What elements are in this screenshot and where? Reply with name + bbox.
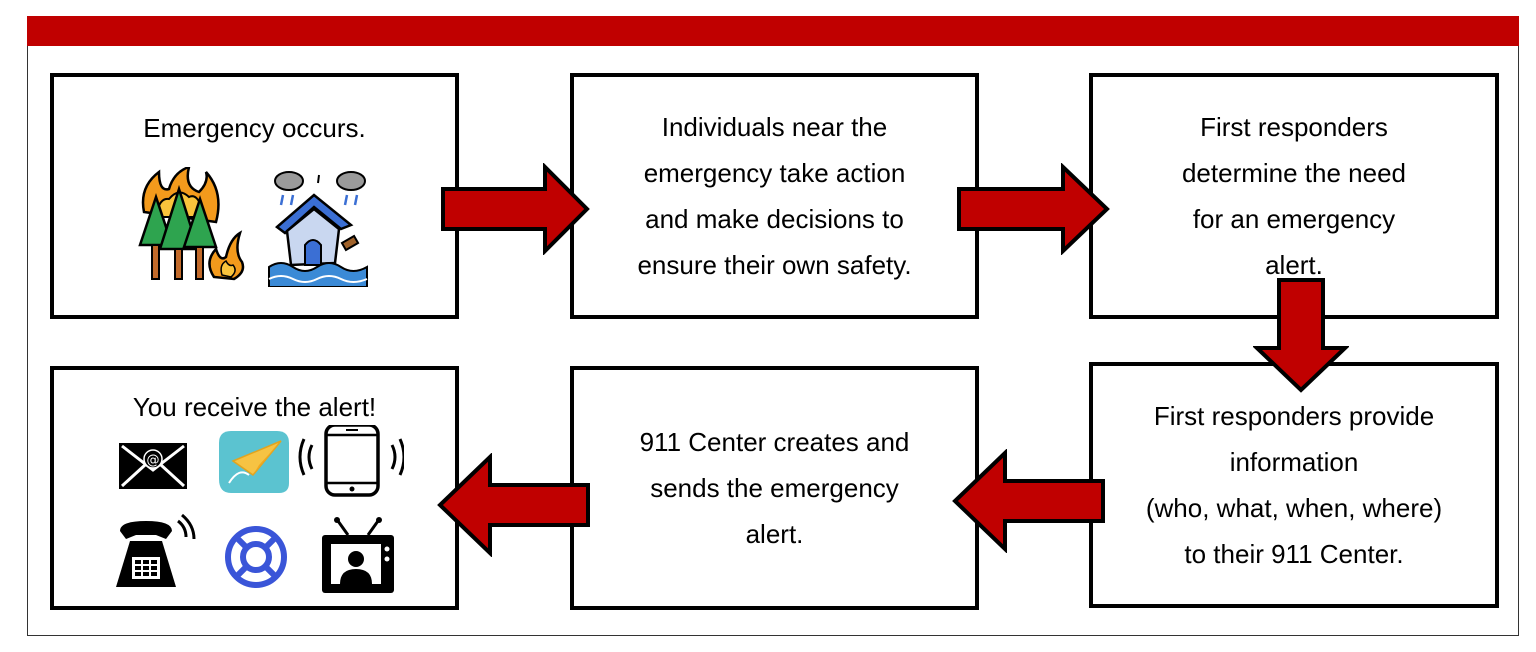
alert-channel-icons: @ [116,425,404,593]
television-icon [322,517,394,593]
step-911-center-sends: 911 Center creates and sends the emergen… [570,366,979,610]
step-you-receive: You receive the alert! @ [50,366,459,610]
arrow-right-2 [957,163,1110,255]
step-emergency-occurs: Emergency occurs. [50,73,459,319]
step-text: First responders provide information (wh… [1145,401,1443,569]
telephone-icon [116,513,196,587]
paper-plane-app-icon [219,431,289,493]
header-bar [27,16,1519,46]
step-text: Emergency occurs. [143,113,366,143]
arrow-left-2 [437,453,590,557]
step-text: Individuals near the emergency take acti… [637,112,912,280]
step-first-responders-provide: First responders provide information (wh… [1089,362,1499,608]
step-text: You receive the alert! [132,392,377,422]
email-icon: @ [119,443,187,489]
flooded-house-icon [268,171,368,287]
svg-text:@: @ [147,453,160,468]
arrow-down [1253,278,1349,393]
step-text: First responders determine the need for … [1181,112,1407,280]
arrow-right-1 [441,163,590,255]
arrow-left-1 [952,449,1105,553]
emergency-icons [138,167,368,287]
lifebuoy-icon [225,526,287,588]
wildfire-icon [138,167,245,281]
step-individuals-act: Individuals near the emergency take acti… [570,73,979,319]
step-text: 911 Center creates and sends the emergen… [639,427,910,549]
smartphone-icon [298,425,404,497]
